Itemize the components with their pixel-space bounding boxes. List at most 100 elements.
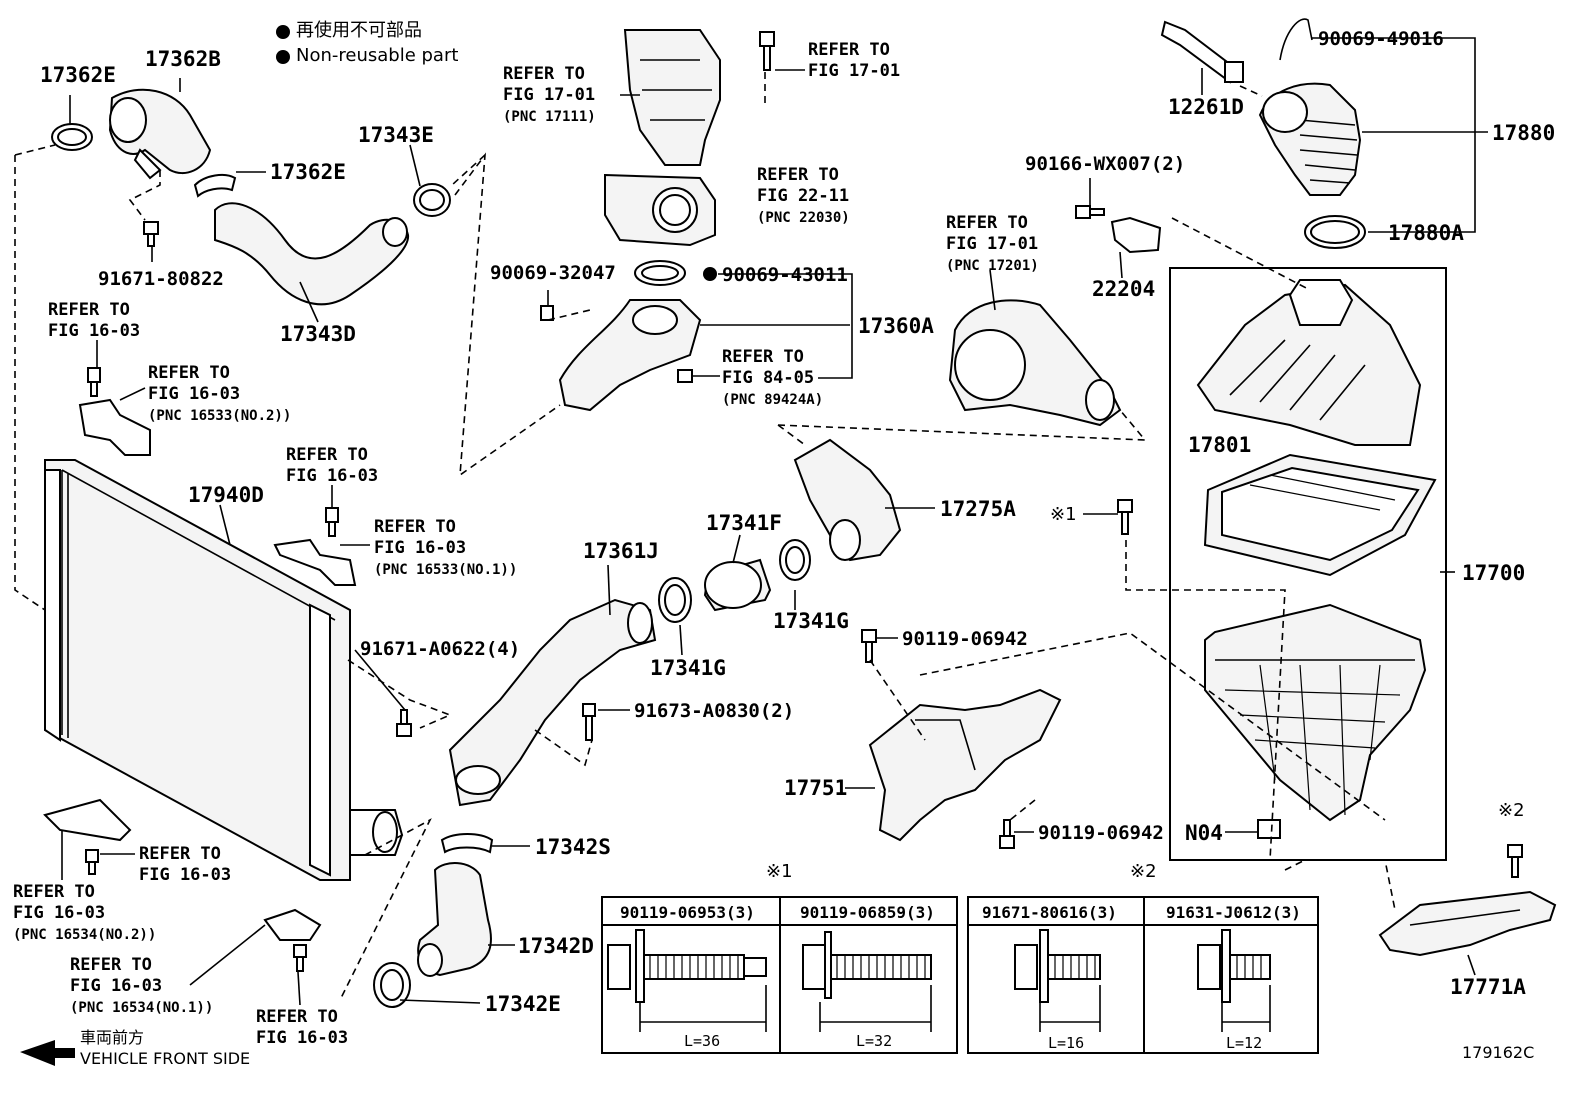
ref-fig17-01-pnc17111: REFER TO FIG 17-01 (PNC 17111): [503, 64, 596, 125]
label-17342E: 17342E: [485, 992, 561, 1016]
ref-fig17-01-pnc17201: REFER TO FIG 17-01 (PNC 17201): [946, 213, 1039, 274]
bolt-91671-80822: [143, 221, 159, 247]
bolt-table-1: [601, 896, 958, 1054]
bracket-16533-no1: [273, 507, 357, 586]
hose-17342D: [417, 862, 492, 977]
ref-fig16-03-b: REFER TO FIG 16-03: [286, 445, 379, 486]
label-17880: 17880: [1492, 121, 1556, 145]
radiator-17940D: [44, 459, 404, 881]
label-12261D: 12261D: [1168, 95, 1244, 119]
clamp-17343E: [413, 183, 451, 217]
air-cleaner-cap: [1196, 279, 1422, 446]
front-side-jp: 車両前方: [80, 1028, 145, 1047]
label-17361J: 17361J: [583, 539, 659, 563]
front-side-en: VEHICLE FRONT SIDE: [80, 1049, 251, 1068]
label-17801: 17801: [1188, 433, 1252, 457]
clamp-17362E-lower: [193, 173, 237, 198]
label-mark1: ※1: [1050, 504, 1077, 525]
label-90119-06942-upper: 90119-06942: [902, 628, 1028, 650]
bolt-90119-06942-upper: [861, 629, 877, 663]
label-17341G-left: 17341G: [650, 656, 726, 680]
bolt-top-center: [759, 31, 775, 71]
label-17341F: 17341F: [706, 511, 782, 535]
clamp-17341G-right: [779, 539, 811, 581]
label-17940D: 17940D: [188, 483, 264, 507]
table1-col1-length: L=36: [684, 1032, 721, 1050]
grommet-N04: [1257, 819, 1281, 839]
label-17771A: 17771A: [1450, 975, 1526, 999]
label-17342S: 17342S: [535, 835, 611, 859]
elbow-17362B: [108, 88, 212, 180]
label-90069-43011: 90069-43011: [722, 264, 848, 286]
clamp-17342S: [440, 833, 494, 854]
label-90166-WX007: 90166-WX007(2): [1025, 153, 1186, 175]
gasket-90069-43011: [634, 260, 686, 286]
table2-col1-length: L=16: [1048, 1034, 1085, 1052]
legend-en: Non-reusable part: [296, 45, 459, 66]
pipe-17361J: [448, 598, 657, 807]
label-91673-A0830: 91673-A0830(2): [634, 700, 795, 722]
legend-dot-icon: [276, 25, 290, 39]
ref-fig22-11: REFER TO FIG 22-11 (PNC 22030): [757, 165, 850, 226]
table1-col1-part: 90119-06953(3): [620, 903, 755, 922]
label-90119-06942-lower: 90119-06942: [1038, 822, 1164, 844]
table1-col2-part: 90119-06859(3): [800, 903, 935, 922]
label-17700: 17700: [1462, 561, 1526, 585]
label-17362E-upper: 17362E: [40, 63, 116, 87]
bolt-91673-A0830: [582, 703, 596, 741]
table2-mark: ※2: [1130, 861, 1157, 882]
ref-fig16-03-d: REFER TO FIG 16-03: [256, 1007, 349, 1048]
label-17341G-right: 17341G: [773, 609, 849, 633]
inlet-hose-17880: [1258, 82, 1362, 196]
clamp-17342E: [373, 962, 411, 1008]
table1-mark: ※1: [766, 861, 793, 882]
bracket-16534-no1: [263, 908, 322, 972]
label-17342D: 17342D: [518, 934, 594, 958]
label-17275A: 17275A: [940, 497, 1016, 521]
label-17360A: 17360A: [858, 314, 934, 338]
label-91671-80822: 91671-80822: [98, 268, 224, 290]
hose-17343D: [214, 202, 410, 306]
clip-90069-49016: [1279, 18, 1313, 61]
legend-dot-icon: [276, 50, 290, 64]
turbocharger-17201: [948, 299, 1122, 427]
label-90069-32047: 90069-32047: [490, 262, 616, 284]
table1-col2-length: L=32: [856, 1032, 893, 1050]
ref-fig16-03-c: REFER TO FIG 16-03: [139, 844, 232, 885]
throttle-body-22030: [604, 173, 716, 247]
label-91671-A0622: 91671-A0622(4): [360, 638, 521, 660]
ref-fig16-03-pnc16534-no2: REFER TO FIG 16-03 (PNC 16534(NO.2)): [13, 882, 157, 943]
sensor-22204: [1110, 216, 1162, 254]
intake-manifold-17111: [623, 29, 721, 166]
bracket-16533-no2: [78, 367, 151, 456]
legend-jp: 再使用不可部品: [296, 20, 422, 41]
table2-col2-length: L=12: [1226, 1034, 1263, 1052]
bolt-mark2: [1507, 844, 1523, 878]
label-17343D: 17343D: [280, 322, 356, 346]
label-mark2: ※2: [1498, 800, 1525, 821]
clamp-17362E-upper: [51, 123, 93, 151]
label-22204: 22204: [1092, 277, 1156, 301]
label-17751: 17751: [784, 776, 848, 800]
air-filter-17801: [1203, 453, 1437, 577]
label-90069-49016: 90069-49016: [1318, 28, 1444, 50]
clamp-17880A: [1304, 215, 1366, 249]
front-arrow-icon: [20, 1040, 75, 1066]
label-17343E: 17343E: [358, 123, 434, 147]
clamp-17341G-left: [658, 577, 692, 623]
label-17362B: 17362B: [145, 47, 221, 71]
table2-col1-part: 91671-80616(3): [982, 903, 1117, 922]
ref-fig16-03-pnc16534-no1: REFER TO FIG 16-03 (PNC 16534(NO.1)): [70, 955, 214, 1016]
bolt-91671-A0622: [396, 709, 412, 737]
air-duct-17751: [868, 688, 1062, 842]
table2-col2-part: 91631-J0612(3): [1166, 903, 1301, 922]
bolt-90069-32047: [540, 305, 554, 321]
sensor-89424A: [677, 369, 693, 383]
label-N04: N04: [1185, 821, 1223, 845]
figure-id: 179162C: [1462, 1043, 1535, 1062]
label-17880A: 17880A: [1388, 221, 1464, 245]
bracket-16534-no2: [43, 798, 132, 875]
hose-17341F: [703, 558, 772, 612]
